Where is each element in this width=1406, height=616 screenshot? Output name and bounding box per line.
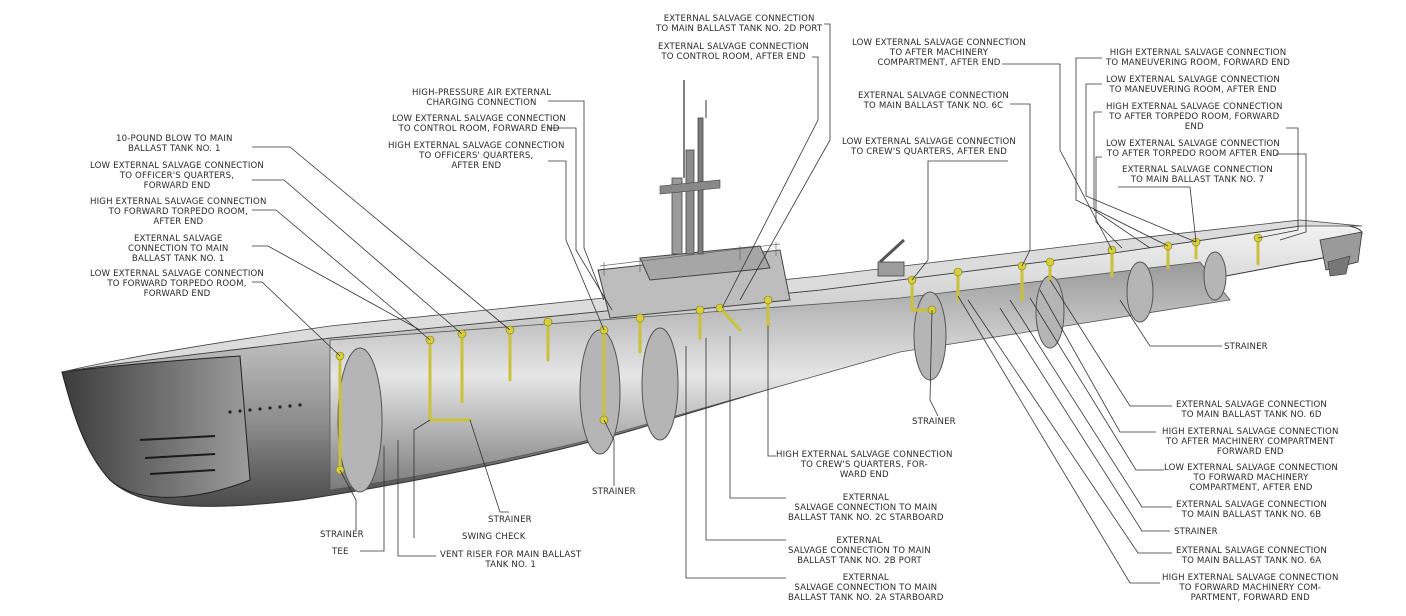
label-ext-6a: EXTERNAL SALVAGE CONNECTION TO MAIN BALL… [1176, 546, 1327, 566]
label-ext-6b: EXTERNAL SALVAGE CONNECTION TO MAIN BALL… [1176, 500, 1327, 520]
salvage-piping [338, 236, 1260, 472]
label-ext-2b: EXTERNAL SALVAGE CONNECTION TO MAIN BALL… [788, 536, 931, 566]
label-vent-riser: VENT RISER FOR MAIN BALLAST TANK NO. 1 [440, 550, 582, 570]
label-high-after-torpedo-fwd: HIGH EXTERNAL SALVAGE CONNECTION TO AFTE… [1106, 102, 1283, 132]
label-high-fwd-machinery-fwd: HIGH EXTERNAL SALVAGE CONNECTION TO FORW… [1162, 573, 1339, 603]
label-low-after-torpedo-after: LOW EXTERNAL SALVAGE CONNECTION TO AFTER… [1106, 139, 1281, 159]
label-low-control-fwd: LOW EXTERNAL SALVAGE CONNECTION TO CONTR… [392, 114, 567, 134]
label-low-after-machinery-after: LOW EXTERNAL SALVAGE CONNECTION TO AFTER… [852, 38, 1027, 68]
label-ext-2d-port: EXTERNAL SALVAGE CONNECTION TO MAIN BALL… [656, 14, 823, 34]
label-ext-2c: EXTERNAL SALVAGE CONNECTION TO MAIN BALL… [788, 493, 944, 523]
label-tee: TEE [332, 547, 349, 557]
label-strainer-aft: STRAINER [1224, 342, 1268, 352]
label-ext-2a: EXTERNAL SALVAGE CONNECTION TO MAIN BALL… [788, 573, 944, 603]
label-high-after-machinery-fwd: HIGH EXTERNAL SALVAGE CONNECTION TO AFTE… [1162, 427, 1339, 457]
label-strainer-center: STRAINER [592, 487, 636, 497]
label-strainer-fwd1: STRAINER [488, 515, 532, 525]
label-high-maneuvering-fwd: HIGH EXTERNAL SALVAGE CONNECTION TO MANE… [1106, 48, 1291, 68]
label-low-officers-fwd: LOW EXTERNAL SALVAGE CONNECTION TO OFFIC… [90, 161, 265, 191]
label-low-maneuvering-after: LOW EXTERNAL SALVAGE CONNECTION TO MANEU… [1106, 75, 1281, 95]
label-low-fwd-machinery-after: LOW EXTERNAL SALVAGE CONNECTION TO FORWA… [1164, 463, 1339, 493]
stern-rudder [1319, 231, 1363, 277]
label-high-fwd-torpedo-after: HIGH EXTERNAL SALVAGE CONNECTION TO FORW… [90, 197, 267, 227]
label-strainer-fwd2: STRAINER [320, 530, 364, 540]
label-high-officers-after: HIGH EXTERNAL SALVAGE CONNECTION TO OFFI… [388, 141, 565, 171]
label-strainer-right: STRAINER [1174, 527, 1218, 537]
conning-tower [597, 80, 791, 319]
label-blow-tank1: 10-POUND BLOW TO MAIN BALLAST TANK NO. 1 [116, 134, 233, 154]
label-ext-control-after: EXTERNAL SALVAGE CONNECTION TO CONTROL R… [658, 42, 809, 62]
label-ext-tank1: EXTERNAL SALVAGE CONNECTION TO MAIN BALL… [128, 234, 229, 264]
label-hp-air-charging: HIGH-PRESSURE AIR EXTERNAL CHARGING CONN… [412, 88, 552, 108]
label-ext-6c: EXTERNAL SALVAGE CONNECTION TO MAIN BALL… [858, 91, 1009, 111]
deck-gun [877, 238, 906, 277]
label-low-crews-after: LOW EXTERNAL SALVAGE CONNECTION TO CREW'… [842, 137, 1017, 157]
label-ext-tank7: EXTERNAL SALVAGE CONNECTION TO MAIN BALL… [1122, 165, 1273, 185]
label-strainer-mid: STRAINER [912, 417, 956, 427]
label-high-crews-fwd: HIGH EXTERNAL SALVAGE CONNECTION TO CREW… [776, 450, 953, 480]
label-swing-check: SWING CHECK [462, 532, 526, 542]
label-ext-6d: EXTERNAL SALVAGE CONNECTION TO MAIN BALL… [1176, 400, 1327, 420]
label-low-fwd-torpedo-fwd: LOW EXTERNAL SALVAGE CONNECTION TO FORWA… [90, 269, 265, 299]
leader-lines [252, 23, 1307, 584]
